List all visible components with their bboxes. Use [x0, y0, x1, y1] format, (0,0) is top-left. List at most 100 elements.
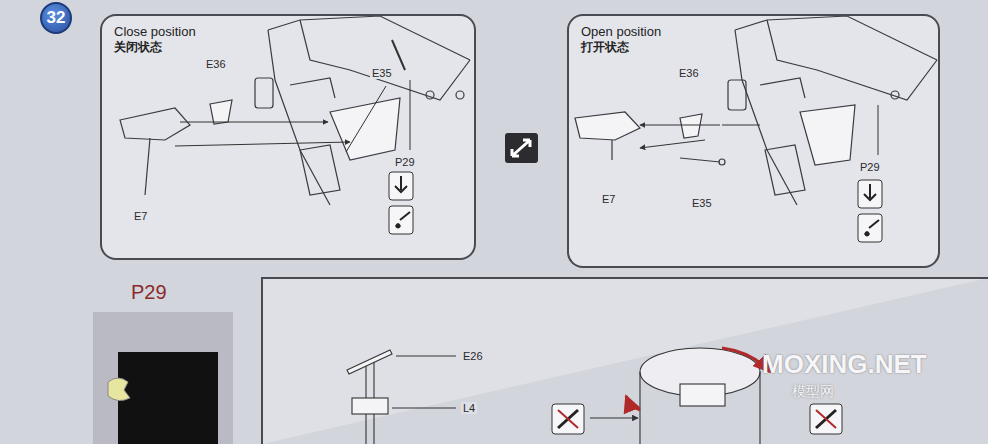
illustration-shape [175, 142, 350, 146]
open-position-panel: Open position打开状态 [567, 14, 940, 268]
illustration-shape [558, 410, 578, 428]
detail-photo: P29 [93, 312, 233, 444]
illustration-shape [640, 105, 878, 155]
illustration-shape [347, 350, 392, 374]
illustration-shape [864, 184, 876, 200]
illustration-shape [108, 378, 130, 401]
illustration-shape [810, 404, 842, 434]
part-number: P29 [393, 156, 417, 168]
illustration-shape [392, 40, 405, 70]
illustration-shape [373, 414, 374, 444]
part-sketches [347, 348, 760, 444]
illustration-shape [373, 362, 374, 400]
illustration-shape [680, 158, 720, 162]
illustration-shape [505, 133, 538, 163]
photo-heading: P29 [131, 280, 167, 304]
step-number: 32 [47, 8, 66, 28]
panel-title: 关闭状态 [114, 40, 462, 54]
watermark: MOXING.NET [760, 350, 929, 379]
panel-title: Close position [114, 24, 462, 40]
illustration-shape [330, 98, 400, 160]
illustration-shape [210, 100, 232, 124]
illustration-shape [346, 86, 386, 152]
illustration-shape [180, 122, 328, 123]
part-number: E35 [370, 67, 394, 79]
illustration-shape [568, 15, 939, 267]
part-number: E35 [690, 197, 714, 209]
illustration-shape [575, 112, 640, 140]
part-number: E7 [132, 210, 149, 222]
illustration-shape [590, 417, 638, 418]
symbol-icons-left [389, 172, 413, 234]
symbol-icons-right [858, 180, 882, 242]
illustration-shape [767, 20, 937, 100]
illustration-shape [858, 214, 882, 242]
illustration-shape [558, 410, 578, 428]
illustration-shape [728, 80, 746, 110]
illustration-shape [456, 91, 464, 99]
part-number: P29 [858, 161, 882, 173]
alternative-icon [505, 133, 538, 163]
tool-icons [552, 404, 842, 434]
illustration-shape [800, 105, 855, 165]
illustration-shape [118, 352, 218, 444]
illustration-shape [680, 114, 702, 138]
illustration-shape [395, 223, 401, 229]
illustration-shape [410, 80, 411, 150]
illustration-shape [101, 15, 475, 259]
illustration-shape [878, 105, 879, 155]
illustration-shape [120, 108, 190, 140]
part-number: E36 [204, 58, 228, 70]
hull-sketch-left [120, 16, 470, 205]
p29-photo [93, 312, 233, 444]
part-number: L4 [461, 402, 477, 414]
illustration-shape [300, 145, 340, 195]
illustration-shape [552, 404, 584, 434]
hull-sketch-right [575, 16, 937, 205]
illustration-shape [395, 176, 407, 192]
illustration-shape [365, 366, 366, 400]
illustration-shape [626, 396, 640, 410]
watermark: 模型网 [790, 384, 836, 399]
illustration-shape [891, 91, 899, 99]
illustration-shape [396, 355, 456, 356]
panel-title: 打开状态 [581, 40, 926, 54]
illustration-shape [816, 410, 836, 428]
illustration-shape [268, 30, 330, 205]
illustration-shape [389, 206, 413, 234]
illustration-shape [93, 312, 233, 444]
panel-title: Open position [581, 24, 926, 40]
illustration-shape [290, 78, 335, 98]
part-number: E36 [677, 67, 701, 79]
illustration-shape [816, 410, 836, 428]
illustration-shape [869, 220, 879, 228]
illustration-shape [640, 372, 760, 444]
illustration-shape [640, 125, 720, 126]
illustration-shape [735, 16, 937, 60]
step-number: 32 [40, 2, 72, 34]
illustration-shape [640, 140, 705, 148]
illustration-shape [760, 78, 805, 98]
illustration-shape [389, 172, 413, 200]
illustration-shape [255, 78, 273, 108]
illustration-shape [400, 212, 410, 220]
illustration-shape [864, 231, 870, 237]
illustration-shape [680, 384, 725, 406]
illustration-shape [145, 138, 150, 195]
part-number: E7 [600, 193, 617, 205]
illustration-shape [426, 91, 434, 99]
part-number: E26 [461, 350, 485, 362]
illustration-shape [365, 414, 366, 444]
illustration-shape [262, 278, 988, 444]
illustration-shape [719, 159, 725, 165]
illustration-shape [352, 398, 388, 414]
illustration-shape [765, 145, 805, 195]
close-position-panel: Close position关闭状态 [100, 14, 476, 260]
illustration-shape [268, 16, 470, 60]
illustration-shape [512, 140, 530, 156]
illustration-shape [735, 30, 797, 205]
illustration-shape [858, 180, 882, 208]
illustration-shape [392, 407, 456, 408]
illustration-shape [611, 140, 612, 160]
